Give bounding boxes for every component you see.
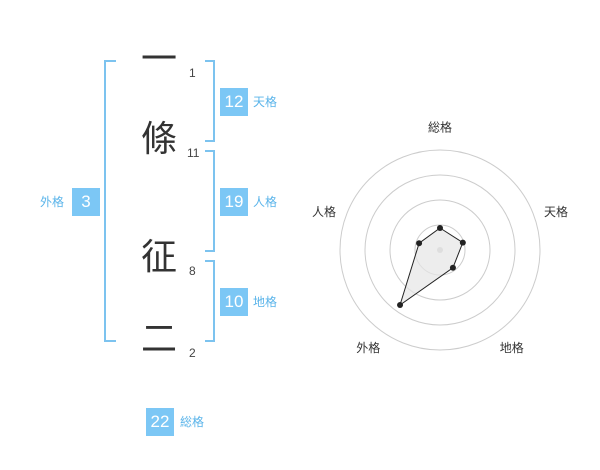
soukaku-label: 総格 xyxy=(180,415,205,429)
soukaku-value-badge: 22 xyxy=(146,408,174,436)
tenkaku-bracket xyxy=(205,60,215,142)
radar-axis-label-2: 天格 xyxy=(544,204,568,219)
name-char-2: 條 xyxy=(141,119,178,160)
chikaku-bracket xyxy=(205,260,215,342)
radar-ring-3 xyxy=(364,174,516,326)
radar-shape xyxy=(397,225,466,309)
radar-ring-4 xyxy=(339,149,541,351)
gaikaku-label: 外格 xyxy=(40,195,65,209)
stroke-count-2: 11 xyxy=(187,146,200,160)
tenkaku-value-badge: 12 xyxy=(220,88,248,116)
radar-axis-label-4: 外格 xyxy=(356,340,380,355)
radar-point-1 xyxy=(437,225,443,231)
radar-ring-2 xyxy=(389,199,491,301)
stroke-count-4: 2 xyxy=(189,346,196,360)
radar-axis-label-5: 人格 xyxy=(312,204,336,219)
radar-point-5 xyxy=(416,240,423,247)
radar-axis-label-3: 地格 xyxy=(500,340,524,355)
jinkaku-bracket xyxy=(205,150,215,252)
stroke-count-3: 8 xyxy=(189,264,196,278)
chikaku-label: 地格 xyxy=(253,295,278,309)
name-char-3: 征 xyxy=(141,237,178,278)
radar-point-4 xyxy=(397,302,404,309)
chikaku-value-badge: 10 xyxy=(220,288,248,316)
jinkaku-label: 人格 xyxy=(253,195,278,209)
radar-axis-label-1: 総格 xyxy=(428,120,452,135)
radar-polygon xyxy=(399,227,464,307)
name-char-1: 一 xyxy=(141,39,178,80)
radar-point-2 xyxy=(459,239,466,246)
jinkaku-value-badge: 19 xyxy=(220,188,248,216)
gaikaku-value-badge: 3 xyxy=(72,188,100,216)
radar-point-3 xyxy=(449,264,456,271)
stroke-count-1: 1 xyxy=(189,66,196,80)
tenkaku-label: 天格 xyxy=(253,95,278,109)
name-char-4: 二 xyxy=(141,319,178,360)
gaikaku-bracket xyxy=(104,60,116,342)
